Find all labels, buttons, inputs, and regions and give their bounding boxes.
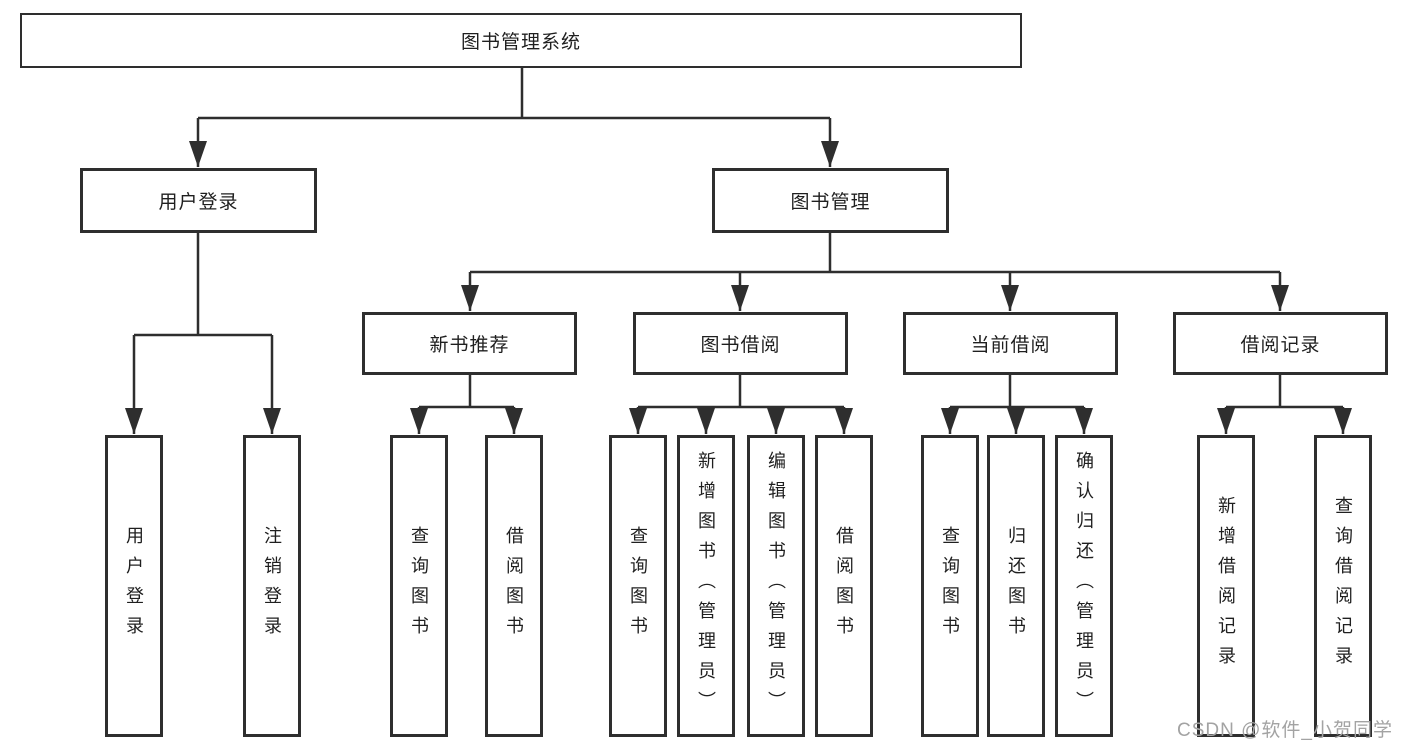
- leaf-borrow-books-1: 借阅图书: [485, 435, 543, 737]
- node-current-borrowing: 当前借阅: [903, 312, 1118, 375]
- node-label: 用户登录: [124, 526, 144, 646]
- leaf-confirm-return-admin: 确认归还（管理员）: [1055, 435, 1113, 737]
- node-label: 用户登录: [158, 192, 239, 213]
- node-user-login: 用户登录: [80, 168, 317, 233]
- node-label: 借阅图书: [834, 526, 854, 646]
- node-label: 图书管理系统: [460, 32, 581, 53]
- node-label: 借阅图书: [504, 526, 524, 646]
- node-new-book-recommend: 新书推荐: [362, 312, 577, 375]
- node-borrowing-records: 借阅记录: [1173, 312, 1388, 375]
- leaf-edit-books-admin: 编辑图书（管理员）: [747, 435, 805, 737]
- node-label: 当前借阅: [970, 335, 1051, 356]
- node-label: 注销登录: [262, 526, 282, 646]
- node-label: 查询借阅记录: [1333, 496, 1353, 676]
- node-label: 查询图书: [940, 526, 960, 646]
- leaf-query-books-2: 查询图书: [609, 435, 667, 737]
- node-label: 图书借阅: [700, 335, 781, 356]
- node-label: 借阅记录: [1240, 335, 1321, 356]
- leaf-query-books-1: 查询图书: [390, 435, 448, 737]
- node-label: 查询图书: [409, 526, 429, 646]
- node-root-library-system: 图书管理系统: [20, 13, 1022, 68]
- leaf-user-login: 用户登录: [105, 435, 163, 737]
- node-book-borrowing: 图书借阅: [633, 312, 848, 375]
- leaf-query-books-3: 查询图书: [921, 435, 979, 737]
- leaf-borrow-books-2: 借阅图书: [815, 435, 873, 737]
- node-book-management: 图书管理: [712, 168, 949, 233]
- node-label: 确认归还（管理员）: [1074, 451, 1094, 721]
- watermark: CSDN @软件_小贺同学: [1177, 720, 1393, 741]
- node-label: 新增图书（管理员）: [696, 451, 716, 721]
- leaf-logout: 注销登录: [243, 435, 301, 737]
- node-label: 新书推荐: [429, 335, 510, 356]
- leaf-add-books-admin: 新增图书（管理员）: [677, 435, 735, 737]
- node-label: 归还图书: [1006, 526, 1026, 646]
- leaf-query-borrow-record: 查询借阅记录: [1314, 435, 1372, 737]
- node-label: 查询图书: [628, 526, 648, 646]
- node-label: 新增借阅记录: [1216, 496, 1236, 676]
- node-label: 图书管理: [790, 192, 871, 213]
- node-label: 编辑图书（管理员）: [766, 451, 786, 721]
- leaf-return-books: 归还图书: [987, 435, 1045, 737]
- leaf-add-borrow-record: 新增借阅记录: [1197, 435, 1255, 737]
